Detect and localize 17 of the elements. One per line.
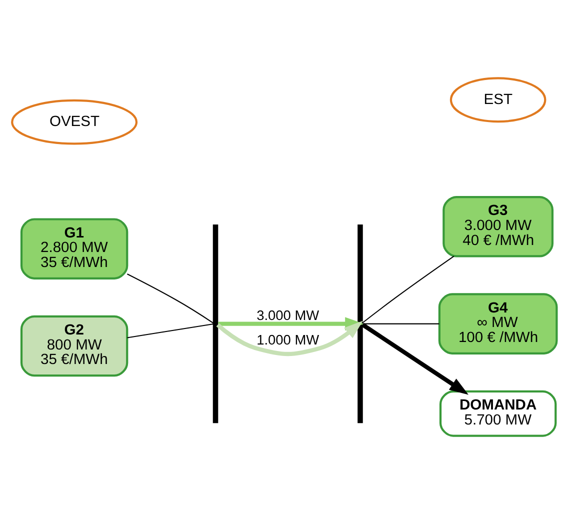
edge-label: 3.000 MW	[256, 308, 320, 323]
connector	[127, 322, 214, 338]
node-box: G4 ∞ MW 100 € /MWh	[438, 292, 558, 354]
node-box: G3 3.000 MW 40 € /MWh	[442, 196, 554, 257]
node-ellipse: OVEST	[11, 98, 138, 144]
node-bar	[358, 224, 363, 423]
connector	[126, 273, 214, 323]
node-ellipse: EST	[450, 76, 546, 122]
node-box: DOMANDA 5.700 MW	[439, 390, 557, 436]
connector	[362, 322, 440, 324]
arrow	[216, 320, 363, 356]
node-bar	[212, 224, 218, 423]
node-box: G1 2.800 MW 35 €/MWh	[20, 218, 128, 279]
arrow	[362, 322, 468, 394]
edge-label: 1.000 MW	[256, 332, 320, 347]
node-box: G2 800 MW 35 €/MWh	[20, 314, 128, 376]
connector	[362, 255, 454, 323]
